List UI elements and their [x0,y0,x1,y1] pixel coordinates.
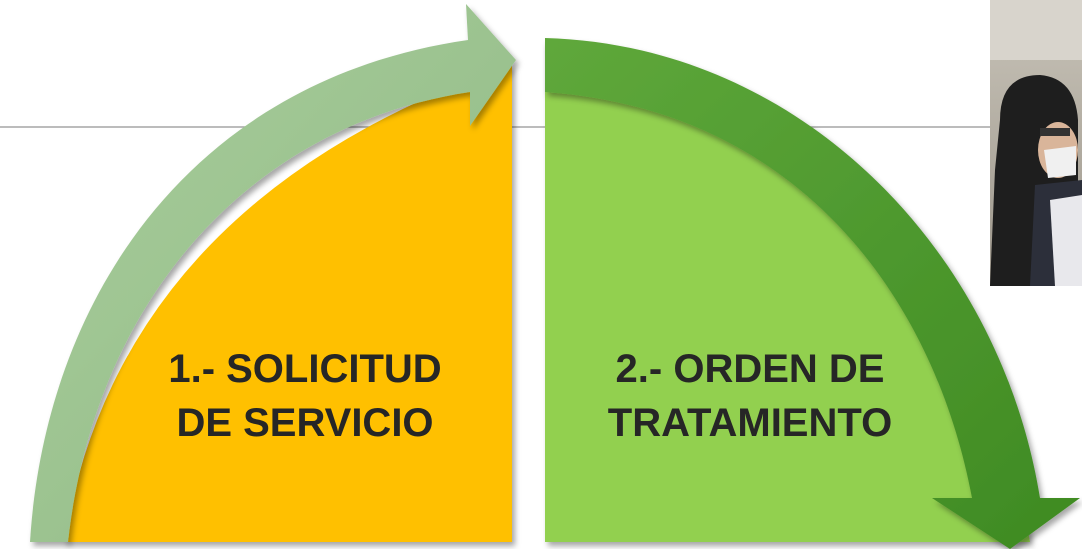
step-2-label-line-2: TRATAMIENTO [607,401,893,445]
step-2-label: 2.- ORDEN DE TRATAMIENTO [565,342,935,450]
step-1-curved-arrow [30,4,516,542]
step-1-label: 1.- SOLICITUD DE SERVICIO [120,342,490,450]
photo-of-person-with-mask-icon [990,0,1082,286]
step-1-shape[interactable] [64,64,512,542]
step-2-shape[interactable] [545,42,1030,542]
step-2-label-line-1: 2.- ORDEN DE [615,347,885,391]
step-2-curved-arrow [545,38,1080,549]
step-1-label-line-2: DE SERVICIO [176,401,434,445]
step-1-label-line-1: 1.- SOLICITUD [168,347,442,391]
